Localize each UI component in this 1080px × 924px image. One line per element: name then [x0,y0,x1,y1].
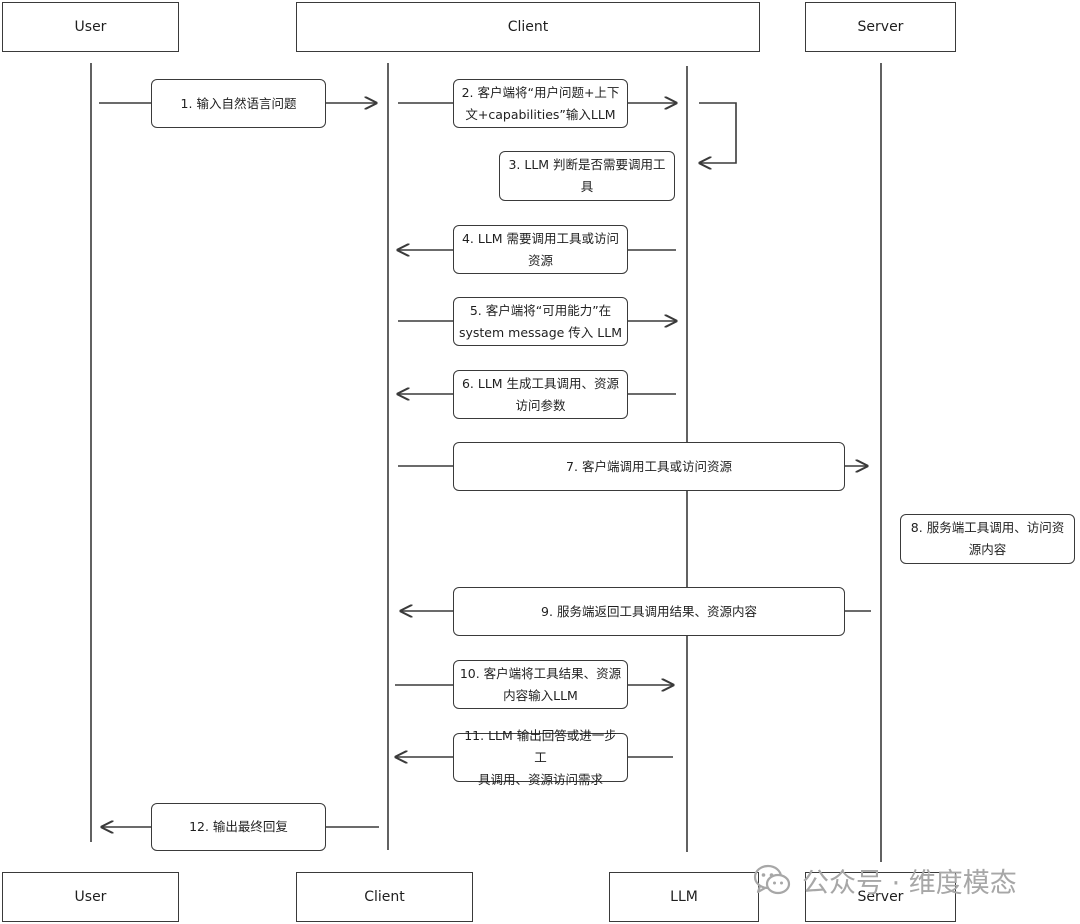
step-6-box: 6. LLM 生成工具调用、资源 访问参数 [453,370,628,419]
participant-client-top: Client [296,2,760,52]
step-4-box: 4. LLM 需要调用工具或访问 资源 [453,225,628,274]
participant-user-bottom: User [2,872,179,922]
step-10-box: 10. 客户端将工具结果、资源 内容输入LLM [453,660,628,709]
step-12-box: 12. 输出最终回复 [151,803,326,851]
step-11-box: 11. LLM 输出回答或进一步工 具调用、资源访问需求 [453,728,628,787]
participant-server-top: Server [805,2,956,52]
step-7-box: 7. 客户端调用工具或访问资源 [453,442,845,491]
step-9-box: 9. 服务端返回工具调用结果、资源内容 [453,587,845,636]
step-8-box: 8. 服务端工具调用、访问资 源内容 [900,514,1075,564]
watermark-text: 公众号 · 维度模态 [802,867,1017,899]
participant-llm-bottom: LLM [609,872,759,922]
step-1-box: 1. 输入自然语言问题 [151,79,326,128]
step-2-box: 2. 客户端将“用户问题+上下 文+capabilities”输入LLM [453,79,628,128]
arrow-step-3-loop [699,102,737,163]
wechat-icon [753,864,791,895]
participant-server-bottom: Server [805,872,956,922]
step-3-box: 3. LLM 判断是否需要调用工 具 [499,151,675,201]
watermark: 公众号 · 维度模态 [752,860,1017,900]
participant-user-top: User [2,2,179,52]
step-5-box: 5. 客户端将“可用能力”在 system message 传入 LLM [453,297,628,346]
participant-client-bottom: Client [296,872,473,922]
